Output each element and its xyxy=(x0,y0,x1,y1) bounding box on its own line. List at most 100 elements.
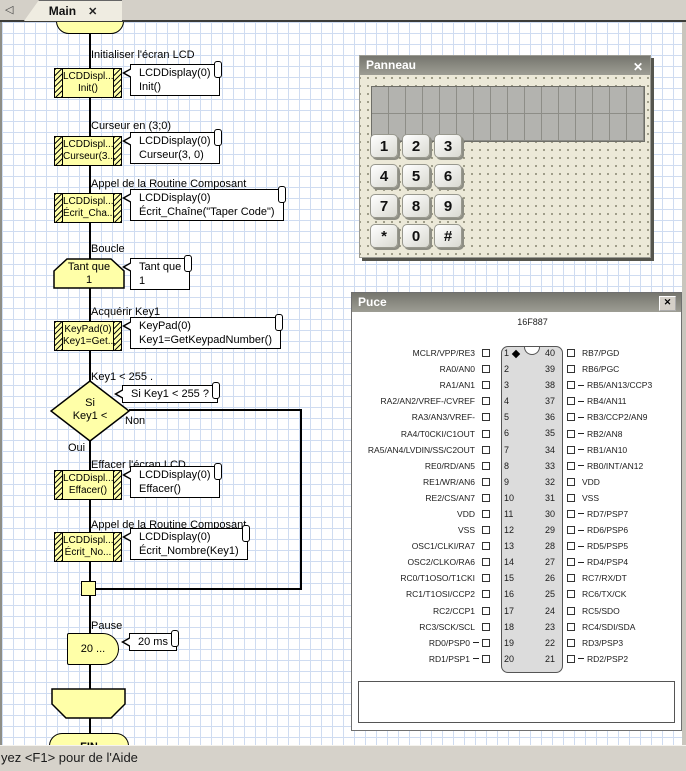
connection-point[interactable] xyxy=(81,581,96,596)
lcd-cell xyxy=(491,87,508,114)
component-macro-keypad[interactable]: KeyPad(0)Key1=Get... xyxy=(54,321,122,351)
panel-title: Panneau xyxy=(366,58,417,72)
component-macro-lcd-clear[interactable]: LCDDispl...Effacer() xyxy=(54,470,122,500)
callout-lcd-cursor: LCDDisplay(0)Curseur(3, 0) xyxy=(122,129,222,164)
pin-number: 14 xyxy=(504,557,515,568)
flowchart-canvas: DEBUT Initialiser l'écran LCD LCDDispl..… xyxy=(0,22,686,745)
pin-number: 11 xyxy=(504,508,514,519)
pin-label: RD1/PSP1 xyxy=(428,653,470,664)
pin-number: 35 xyxy=(544,428,555,439)
component-macro-lcd-write-string[interactable]: LCDDispl...Écrit_Cha... xyxy=(54,193,122,223)
end-node[interactable]: FIN xyxy=(49,733,129,745)
pin-row: RC1/T1OSI/CCP2 xyxy=(354,586,490,602)
component-macro-lcd-cursor[interactable]: LCDDispl...Curseur(3... xyxy=(54,136,122,166)
start-node[interactable]: DEBUT xyxy=(56,22,124,34)
pin-row: RB1/AN10 xyxy=(567,442,679,458)
pin-label: RD6/PSP6 xyxy=(587,525,629,536)
pin-stub xyxy=(478,578,479,579)
non-branch-line-right xyxy=(300,409,302,590)
callout-clip xyxy=(213,129,222,146)
chip-titlebar[interactable]: Puce ✕ xyxy=(352,293,681,312)
pin-box xyxy=(567,381,575,390)
pause-node[interactable]: 20 ... xyxy=(67,633,119,665)
pin-number: 34 xyxy=(544,444,555,455)
pin-row: RA2/AN2/VREF-/CVREF xyxy=(354,393,490,409)
keypad-key-4[interactable]: 4 xyxy=(370,164,398,188)
lcd-cell xyxy=(457,87,474,114)
pin-stub xyxy=(478,353,479,354)
lcd-cell xyxy=(593,87,610,114)
keypad-key-6[interactable]: 6 xyxy=(434,164,462,188)
tab-scroll-left-icon[interactable]: ◁ xyxy=(5,4,14,16)
pin-label: RD5/PSP5 xyxy=(587,541,629,552)
pin-row: RA4/T0CKI/C1OUT xyxy=(354,425,490,441)
pin-stub xyxy=(478,385,479,386)
keypad-key-2[interactable]: 2 xyxy=(402,134,430,158)
callout-lcd-write-string: LCDDisplay(0)Écrit_Chaîne("Taper Code") xyxy=(122,186,286,221)
callout-lcd-clear: LCDDisplay(0)Effacer() xyxy=(122,463,222,498)
component-macro-lcd-init[interactable]: LCDDispl...Init() xyxy=(54,68,122,98)
pin-number: 20 xyxy=(504,653,515,664)
callout-pause: 20 ms xyxy=(121,630,179,651)
lcd-cell xyxy=(525,87,542,114)
panel-titlebar[interactable]: Panneau ✕ xyxy=(360,56,650,75)
loop-end-node[interactable] xyxy=(51,688,126,719)
pin-row: RB3/CCP2/AN9 xyxy=(567,409,679,425)
pin-number: 21 xyxy=(544,653,555,664)
keypad-key-0[interactable]: 0 xyxy=(402,224,430,248)
pin-stub xyxy=(578,384,584,386)
pin-box xyxy=(482,493,490,502)
keypad-key-1[interactable]: 1 xyxy=(370,134,398,158)
pin-number: 27 xyxy=(544,557,555,568)
pin-stub xyxy=(478,449,479,450)
pin-row: VDD xyxy=(354,506,490,522)
pin-stub xyxy=(478,497,479,498)
pin-label: VDD xyxy=(582,476,600,487)
keypad-key-9[interactable]: 9 xyxy=(434,194,462,218)
keypad-key-3[interactable]: 3 xyxy=(434,134,462,158)
lcd-cell xyxy=(576,114,593,141)
pin-row: RE1/WR/AN6 xyxy=(354,474,490,490)
lcd-cell xyxy=(406,87,423,114)
pin-stub xyxy=(473,642,479,644)
pin-row: VSS xyxy=(354,522,490,538)
pin-box xyxy=(567,558,575,567)
pin-stub xyxy=(578,433,584,435)
decision-node[interactable] xyxy=(50,380,130,442)
pin-stub xyxy=(578,497,579,498)
pin-label: RB5/AN13/CCP3 xyxy=(587,380,653,391)
pin-box xyxy=(567,477,575,486)
keypad-key-7[interactable]: 7 xyxy=(370,194,398,218)
pin-box xyxy=(482,526,490,535)
pin-row: OSC1/CLKI/RA7 xyxy=(354,538,490,554)
pin-number: 29 xyxy=(544,525,555,536)
pin-label: RA5/AN4/LVDIN/SS/C2OUT xyxy=(367,444,475,455)
keypad-key-5[interactable]: 5 xyxy=(402,164,430,188)
pin-number: 37 xyxy=(544,396,555,407)
keypad-key-#[interactable]: # xyxy=(434,224,462,248)
non-branch-line-top xyxy=(129,409,302,411)
pin-row: RD0/PSP0 xyxy=(354,635,490,651)
pin-number: 19 xyxy=(504,637,515,648)
pin-label: OSC2/CLKO/RA6 xyxy=(407,557,475,568)
status-text: yez <F1> pour de l'Aide xyxy=(1,750,138,765)
pin-box xyxy=(482,542,490,551)
panel-close-icon[interactable]: ✕ xyxy=(632,60,643,74)
tab-close-icon[interactable]: ✕ xyxy=(88,5,98,18)
keypad-key-8[interactable]: 8 xyxy=(402,194,430,218)
component-macro-lcd-write-number[interactable]: LCDDispl...Écrit_No... xyxy=(54,532,122,562)
pin-number: 13 xyxy=(504,541,515,552)
pin-row: RC4/SDI/SDA xyxy=(567,619,679,635)
pin-box xyxy=(482,397,490,406)
pin-box xyxy=(482,429,490,438)
chip-close-icon[interactable]: ✕ xyxy=(659,296,676,311)
pin-stub xyxy=(578,449,584,451)
pin-stub xyxy=(478,546,479,547)
pin-number: 4 xyxy=(504,396,510,407)
pin-box xyxy=(482,590,490,599)
tab-main[interactable]: Main ✕ xyxy=(24,0,122,21)
keypad-key-*[interactable]: * xyxy=(370,224,398,248)
pin-label: RC2/CCP1 xyxy=(432,605,475,616)
